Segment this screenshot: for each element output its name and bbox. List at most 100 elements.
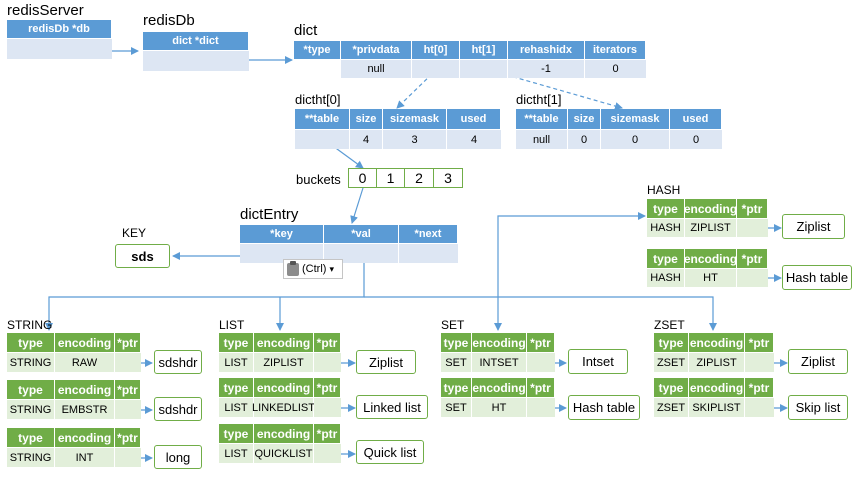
set-intset-target: Intset xyxy=(568,349,628,374)
obj-header-ptr: *ptr xyxy=(527,333,555,352)
zset-skiplist-target: Skip list xyxy=(788,395,848,420)
obj-ptr-value xyxy=(527,397,555,417)
dict-header-type: *type xyxy=(294,41,341,59)
dictentry-value-val xyxy=(324,243,399,263)
dictht1-value-used: 0 xyxy=(670,129,722,149)
redisdb-dict-field: dict *dict xyxy=(143,32,249,50)
dictht1-header-sizemask: sizemask xyxy=(601,109,670,129)
obj-type-value: STRING xyxy=(7,399,55,419)
obj-header-encoding: encoding xyxy=(254,424,314,443)
list-quicklist-object: type encoding *ptr LIST QUICKLIST xyxy=(219,424,341,463)
dictht0-header-size: size xyxy=(350,109,383,129)
list-label: LIST xyxy=(219,318,245,332)
set-ht-target: Hash table xyxy=(568,395,640,420)
obj-header-encoding: encoding xyxy=(684,249,737,268)
obj-ptr-value xyxy=(314,443,341,463)
redisdb-struct: dict *dict xyxy=(143,32,249,71)
obj-encoding-value: RAW xyxy=(55,352,115,372)
dictht1-title: dictht[1] xyxy=(516,92,562,107)
obj-header-ptr: *ptr xyxy=(527,378,555,397)
dictht0-title: dictht[0] xyxy=(295,92,341,107)
obj-encoding-value: ZIPLIST xyxy=(689,352,745,372)
string-raw-object: type encoding *ptr STRING RAW xyxy=(7,333,141,372)
dict-value-privdata: null xyxy=(341,59,412,78)
dictht1-header-table: **table xyxy=(516,109,568,129)
dict-value-ht0 xyxy=(412,59,460,78)
obj-encoding-value: LINKEDLIST xyxy=(252,397,315,417)
obj-header-type: type xyxy=(7,333,55,352)
dict-struct: *type *privdata ht[0] ht[1] rehashidx it… xyxy=(294,41,646,78)
obj-ptr-value xyxy=(745,352,774,372)
dictentry-title: dictEntry xyxy=(240,206,299,223)
dict-header-ht0: ht[0] xyxy=(412,41,460,59)
obj-header-encoding: encoding xyxy=(55,428,115,447)
dictht0-header-used: used xyxy=(447,109,501,129)
dictentry-struct: *key *val *next xyxy=(240,225,458,263)
obj-header-type: type xyxy=(647,249,685,268)
dict-header-privdata: *privdata xyxy=(341,41,412,59)
dictht0-struct: **table size sizemask used 4 3 4 xyxy=(295,109,501,149)
obj-header-encoding: encoding xyxy=(254,378,314,397)
dict-value-ht1 xyxy=(460,59,508,78)
set-label: SET xyxy=(441,318,465,332)
obj-header-ptr: *ptr xyxy=(314,333,341,352)
chevron-down-icon: ▾ xyxy=(329,263,334,274)
zset-label: ZSET xyxy=(654,318,685,332)
obj-ptr-value xyxy=(745,397,774,417)
obj-header-encoding: encoding xyxy=(472,378,527,397)
key-label: KEY xyxy=(122,226,147,240)
list-ziplist-object: type encoding *ptr LIST ZIPLIST xyxy=(219,333,341,372)
obj-encoding-value: ZIPLIST xyxy=(254,352,314,372)
dictht0-value-sizemask: 3 xyxy=(383,129,447,149)
dict-header-iterators: iterators xyxy=(585,41,646,59)
obj-header-ptr: *ptr xyxy=(115,333,141,352)
redisserver-db-value xyxy=(7,38,112,59)
obj-header-type: type xyxy=(7,380,55,399)
dictentry-header-key: *key xyxy=(240,225,324,243)
obj-header-type: type xyxy=(7,428,55,447)
dictht1-struct: **table size sizemask used null 0 0 0 xyxy=(516,109,722,149)
dict-header-ht1: ht[1] xyxy=(460,41,508,59)
obj-header-type: type xyxy=(654,333,689,352)
key-sds-box: sds xyxy=(115,244,170,268)
obj-header-encoding: encoding xyxy=(472,333,527,352)
obj-encoding-value: INTSET xyxy=(472,352,527,372)
string-label: STRING xyxy=(7,318,53,332)
obj-header-type: type xyxy=(441,378,472,397)
obj-header-ptr: *ptr xyxy=(745,378,774,397)
list-ziplist-target: Ziplist xyxy=(356,350,416,374)
obj-header-type: type xyxy=(219,378,254,397)
set-ht-object: type encoding *ptr SET HT xyxy=(441,378,555,417)
paste-options-button[interactable]: (Ctrl) ▾ xyxy=(283,259,343,279)
obj-header-ptr: *ptr xyxy=(737,199,768,218)
dictht1-value-table: null xyxy=(516,129,568,149)
obj-encoding-value: INT xyxy=(55,447,115,467)
obj-ptr-value xyxy=(314,352,341,372)
dictht0-value-table xyxy=(295,129,350,149)
obj-header-encoding: encoding xyxy=(684,199,737,218)
obj-header-ptr: *ptr xyxy=(737,249,768,268)
dictht0-header-sizemask: sizemask xyxy=(383,109,447,129)
obj-header-ptr: *ptr xyxy=(314,424,341,443)
obj-header-ptr: *ptr xyxy=(745,333,774,352)
dictht0-header-table: **table xyxy=(295,109,350,129)
hash-ziplist-target: Ziplist xyxy=(782,214,845,239)
obj-header-encoding: encoding xyxy=(254,333,314,352)
dictentry-header-next: *next xyxy=(399,225,458,243)
dict-value-rehashidx: -1 xyxy=(508,59,585,78)
dictht1-value-size: 0 xyxy=(568,129,601,149)
bucket-0: 0 xyxy=(348,168,377,188)
obj-header-encoding: encoding xyxy=(689,378,745,397)
obj-ptr-value xyxy=(115,447,141,467)
string-int-object: type encoding *ptr STRING INT xyxy=(7,428,141,467)
redisserver-db-field: redisDb *db xyxy=(7,20,112,38)
obj-header-ptr: *ptr xyxy=(115,380,141,399)
obj-encoding-value: HT xyxy=(472,397,527,417)
redisserver-title: redisServer xyxy=(7,2,84,19)
obj-ptr-value xyxy=(314,397,341,417)
obj-type-value: LIST xyxy=(219,443,254,463)
zset-ziplist-object: type encoding *ptr ZSET ZIPLIST xyxy=(654,333,774,372)
obj-encoding-value: EMBSTR xyxy=(55,399,115,419)
string-int-target: long xyxy=(154,445,202,469)
dictht0-value-used: 4 xyxy=(447,129,501,149)
